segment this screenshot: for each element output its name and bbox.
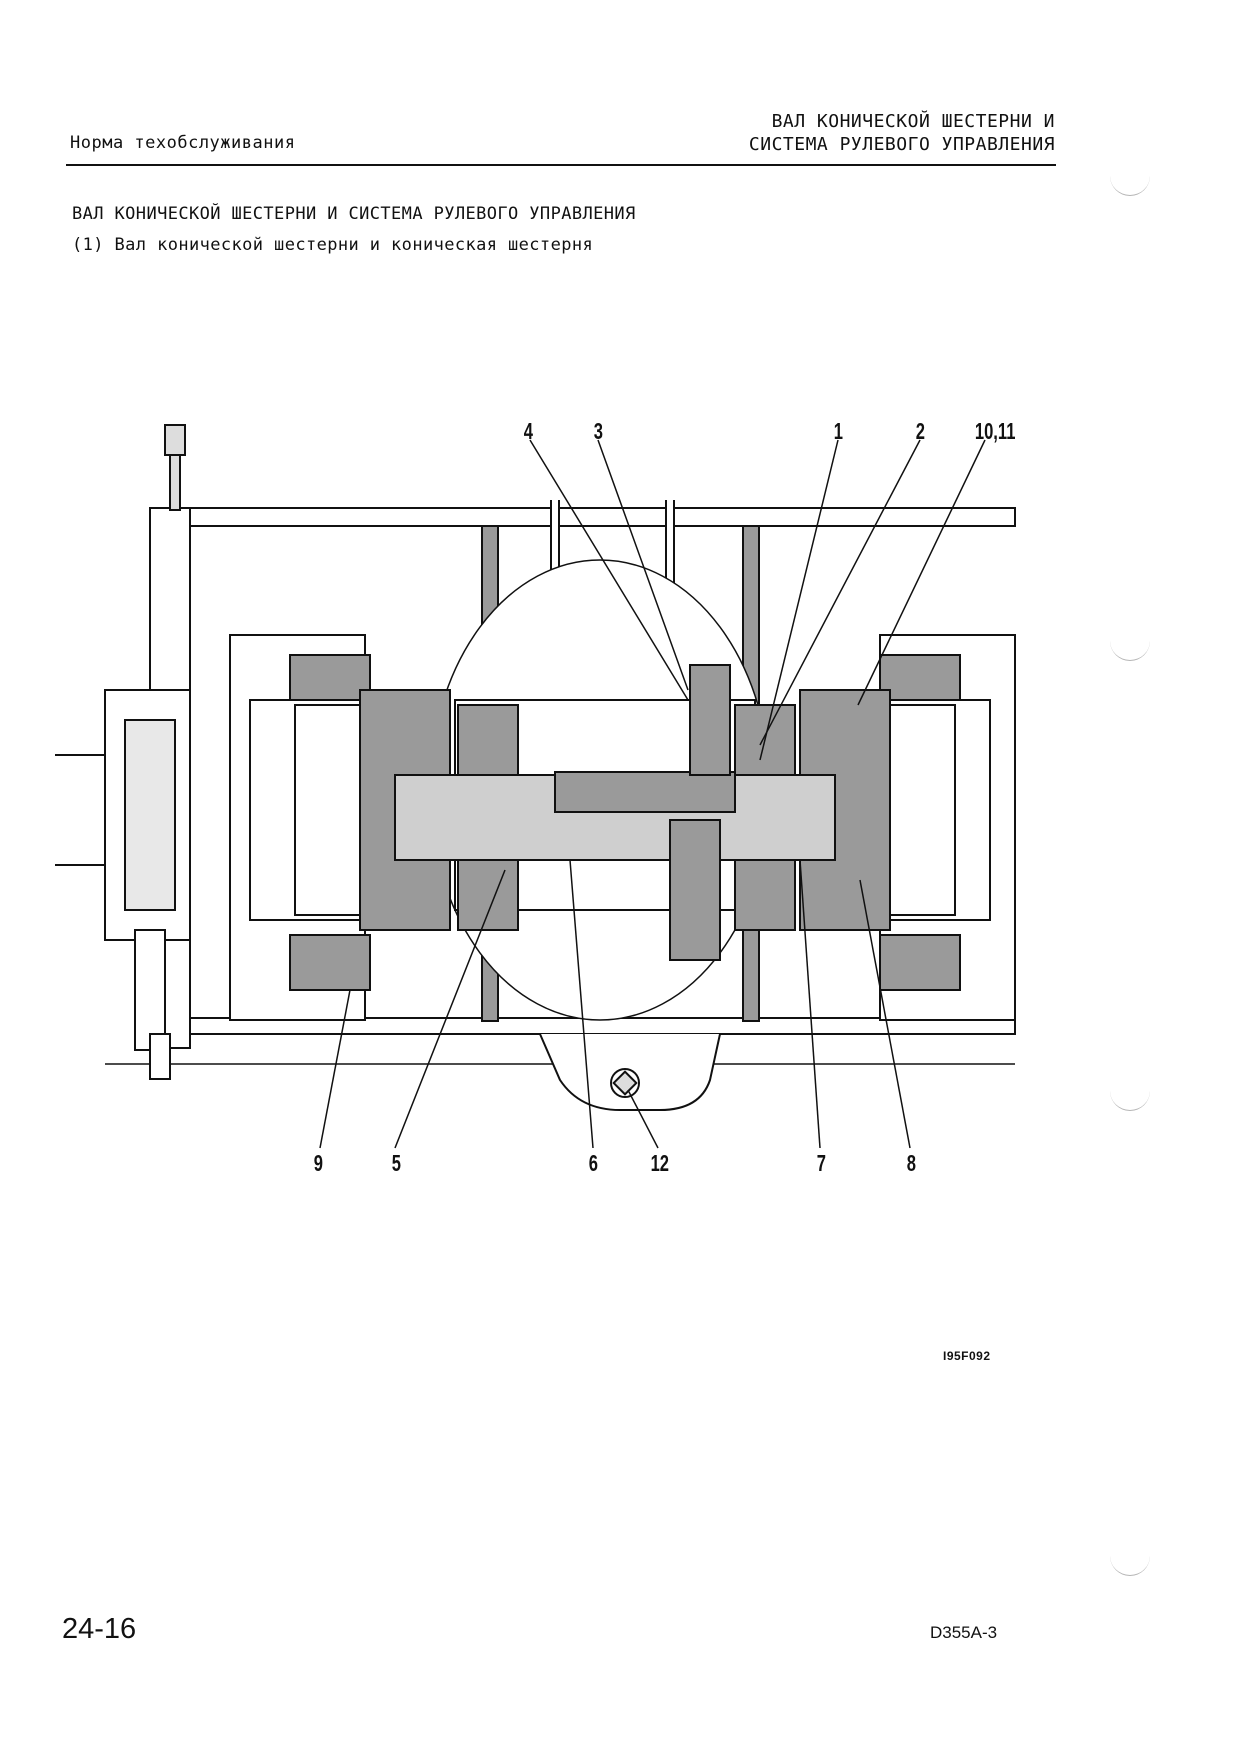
header-right-title: ВАЛ КОНИЧЕСКОЙ ШЕСТЕРНИ И СИСТЕМА РУЛЕВО… [749, 110, 1055, 156]
section-title: ВАЛ КОНИЧЕСКОЙ ШЕСТЕРНИ И СИСТЕМА РУЛЕВО… [72, 204, 636, 224]
header-rule [66, 164, 1056, 166]
callout-3: 3 [593, 418, 604, 444]
callout-8: 8 [906, 1150, 917, 1176]
section-subtitle: (1) Вал конической шестерни и коническая… [72, 235, 594, 255]
callout-5: 5 [391, 1150, 402, 1176]
punch-hole-mark [1110, 640, 1150, 661]
callout-1: 1 [833, 418, 844, 444]
callout-4: 4 [523, 418, 534, 444]
figure-code: I95F092 [943, 1349, 991, 1363]
header-right-line-1: ВАЛ КОНИЧЕСКОЙ ШЕСТЕРНИ И [771, 111, 1055, 132]
punch-hole-mark [1110, 1090, 1150, 1111]
punch-hole-mark [1110, 175, 1150, 196]
callout-9: 9 [313, 1150, 324, 1176]
punch-hole-mark [1110, 1555, 1150, 1576]
callout-12: 12 [650, 1150, 670, 1176]
callout-6: 6 [588, 1150, 599, 1176]
header-right-line-2: СИСТЕМА РУЛЕВОГО УПРАВЛЕНИЯ [748, 134, 1055, 155]
model-code: D355A-3 [930, 1623, 998, 1642]
callout-10-11: 10,11 [974, 418, 1016, 444]
header-left-title: Норма техобслуживания [70, 133, 296, 153]
callout-2: 2 [915, 418, 926, 444]
callout-7: 7 [816, 1150, 827, 1176]
page-number: 24-16 [62, 1613, 137, 1645]
